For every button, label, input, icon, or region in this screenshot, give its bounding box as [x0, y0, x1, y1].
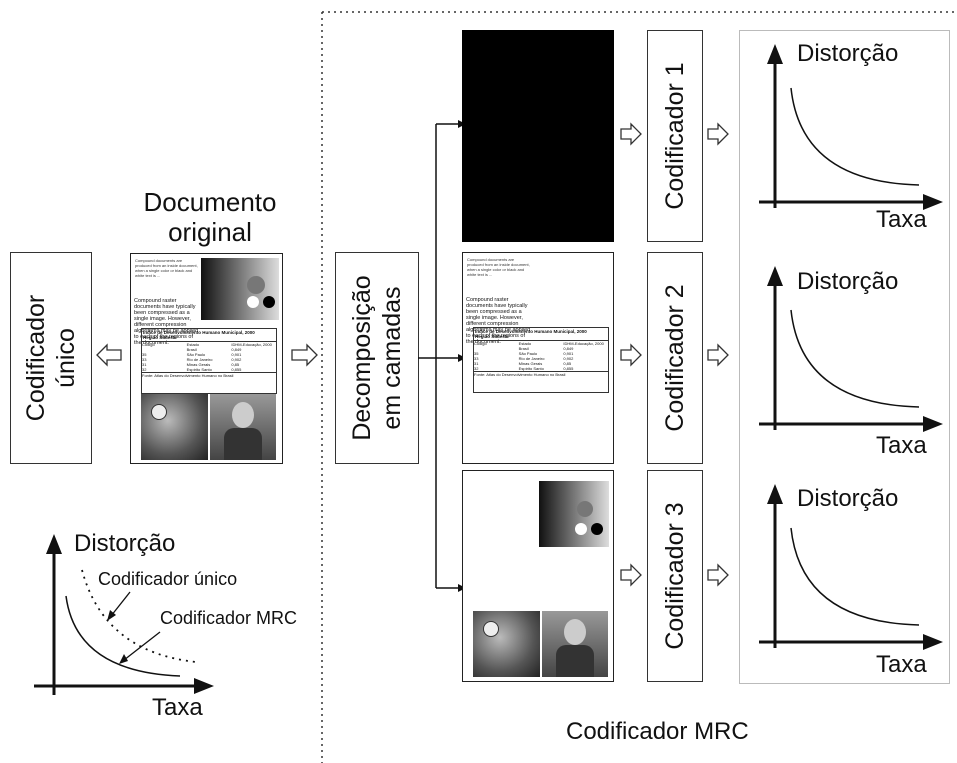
comparison-xlabel: Taxa [152, 694, 203, 721]
cell: 0,902 [231, 357, 242, 362]
doc-paragraph: Compound documents are produced from an … [135, 258, 198, 278]
bg-test-pattern [539, 481, 609, 547]
rd-plot-1-xlabel: Taxa [876, 206, 927, 233]
cell: 0,85 [563, 361, 572, 366]
cell: Brasil [186, 347, 197, 352]
comparison-plot [34, 534, 214, 695]
doc-title: Documento original [143, 187, 277, 247]
cell: 33 [142, 357, 147, 362]
cell: São Paulo [186, 352, 206, 357]
bg-portrait-photo [542, 611, 608, 677]
fg-paragraph: Compound documents are produced from an … [467, 257, 530, 277]
single-encoder-curve-label: Codificador único [98, 569, 238, 589]
rd-curve-2 [790, 309, 920, 408]
cell: Brasil [518, 346, 529, 351]
encoder-1-label: Codificador 1 [661, 62, 689, 210]
original-document: Compound documents are produced from an … [130, 253, 283, 464]
rd-plot-1 [759, 44, 943, 210]
cell: 32 [474, 366, 479, 371]
bg-desk-photo [473, 611, 540, 677]
cell: 0,855 [231, 367, 242, 372]
col-header-0: Código [474, 341, 487, 346]
mrc-caption: Codificador MRC [566, 718, 749, 745]
col-header-2: IDHM-Educação, 2000 [231, 342, 272, 347]
encoder-2-label: Codificador 2 [661, 284, 689, 432]
mrc-curve-label: Codificador MRC [160, 608, 298, 628]
rd-plot-3-ylabel: Distorção [797, 485, 899, 512]
decomposition-box: Decomposição em camadas [335, 252, 419, 464]
cell: 0,849 [563, 346, 574, 351]
fg-table-source: Fonte: Atlas do Desenvolvimento Humano n… [474, 371, 608, 377]
foreground-layer: Compound documents are produced from an … [462, 252, 614, 464]
cell: São Paulo [518, 351, 538, 356]
rd-plot-2-xlabel: Taxa [876, 432, 927, 459]
layer-branch-arrows [418, 120, 466, 592]
test-pattern-image [201, 258, 279, 320]
doc-paragraph-tail: Compound raster documents have typically… [134, 298, 199, 346]
doc-table-title: Índice de Desenvolvimento Humano Municip… [143, 330, 255, 340]
cell: 33 [474, 356, 479, 361]
encoder-1-box: Codificador 1 [647, 30, 703, 242]
rd-curve-1 [790, 87, 920, 186]
arrow-to-single-encoder [96, 343, 122, 367]
rd-plot-2 [759, 266, 943, 432]
cell: 32 [142, 367, 147, 372]
cell: Espírito Santo [186, 367, 212, 372]
cell: 31 [142, 362, 147, 367]
doc-table: Índice de Desenvolvimento Humano Municip… [141, 328, 277, 394]
col-header-1: Estado [518, 341, 532, 346]
col-header-2: IDHM-Educação, 2000 [563, 341, 604, 346]
rd-curve-3 [790, 527, 920, 626]
cell: 35 [474, 351, 479, 356]
col-header-0: Código [142, 342, 155, 347]
mrc-encoder-curve [65, 595, 181, 677]
cell: Rio de Janeiro [186, 357, 213, 362]
desk-photo [141, 394, 208, 460]
cell: 0,901 [563, 351, 574, 356]
fg-table-title: Índice de Desenvolvimento Humano Municip… [475, 329, 587, 339]
background-layer [462, 470, 614, 682]
mask-layer [462, 30, 614, 242]
cell: Espírito Santo [518, 366, 544, 371]
doc-table-source: Fonte: Atlas do Desenvolvimento Humano n… [142, 372, 276, 378]
rd-plot-3-xlabel: Taxa [876, 651, 927, 678]
cell: Minas Gerais [518, 361, 543, 366]
cell: 0,849 [231, 347, 242, 352]
cell: 31 [474, 361, 479, 366]
cell: 35 [142, 352, 147, 357]
encoder-3-box: Codificador 3 [647, 470, 703, 682]
fg-paragraph-tail: Compound raster documents have typically… [466, 297, 531, 345]
cell: 0,901 [231, 352, 242, 357]
cell: 0,902 [563, 356, 574, 361]
rd-plot-1-ylabel: Distorção [797, 40, 899, 67]
col-header-1: Estado [186, 342, 200, 347]
comparison-ylabel: Distorção [74, 530, 176, 557]
arrow-to-decomposition [291, 343, 318, 367]
encoder-2-box: Codificador 2 [647, 252, 703, 464]
rd-plot-2-ylabel: Distorção [797, 268, 899, 295]
cell: Rio de Janeiro [518, 356, 545, 361]
cell: 0,855 [563, 366, 574, 371]
encoder-3-label: Codificador 3 [661, 502, 689, 650]
cell: Minas Gerais [186, 362, 211, 367]
fg-table: Índice de Desenvolvimento Humano Municip… [473, 327, 609, 393]
portrait-photo [210, 394, 276, 460]
rd-plot-3 [759, 484, 943, 650]
cell: 0,85 [231, 362, 240, 367]
single-encoder-box: Codificador único [10, 252, 92, 464]
